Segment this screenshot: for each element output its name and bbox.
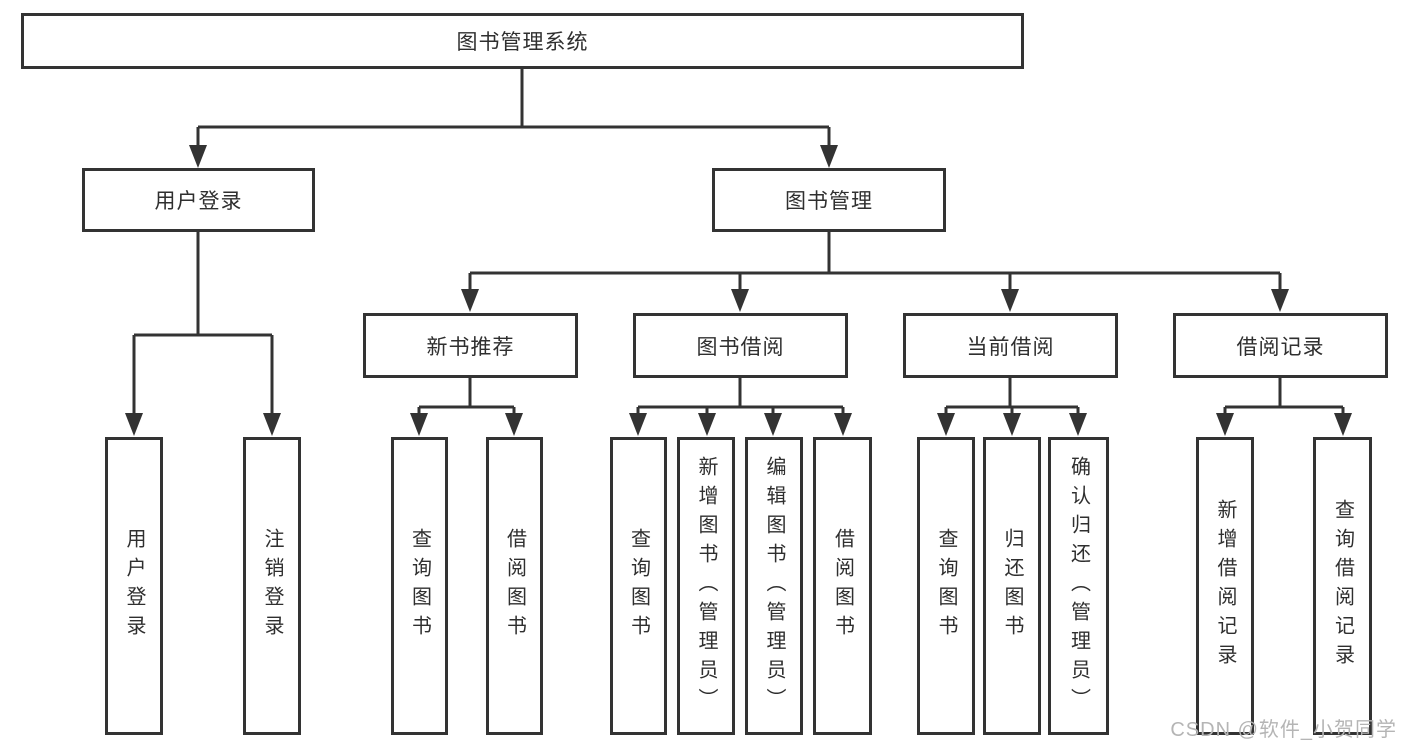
node-label: 用户登录 bbox=[123, 528, 145, 644]
arrow-icon bbox=[189, 145, 207, 168]
node-label: 新增借阅记录 bbox=[1214, 499, 1236, 673]
arrow-icon bbox=[820, 145, 838, 168]
arrow-icon bbox=[937, 413, 955, 436]
arrow-icon bbox=[698, 413, 716, 436]
arrow-icon bbox=[629, 413, 647, 436]
arrow-icon bbox=[1003, 413, 1021, 436]
leaf-query-books-borrow: 查询图书 bbox=[610, 437, 667, 735]
watermark: CSDN @软件_小贺同学 bbox=[1170, 719, 1397, 741]
node-book-borrowing: 图书借阅 bbox=[633, 313, 848, 378]
leaf-edit-books-admin: 编辑图书（管理员） bbox=[745, 437, 803, 735]
arrow-icon bbox=[1216, 413, 1234, 436]
node-library-system: 图书管理系统 bbox=[21, 13, 1024, 69]
leaf-query-books-recommend: 查询图书 bbox=[391, 437, 448, 735]
arrow-icon bbox=[1001, 289, 1019, 312]
node-label: 当前借阅 bbox=[966, 335, 1055, 359]
node-book-management: 图书管理 bbox=[712, 168, 946, 232]
arrow-icon bbox=[505, 413, 523, 436]
arrow-icon bbox=[263, 413, 281, 436]
node-user-login: 用户登录 bbox=[82, 168, 315, 232]
leaf-borrow-books-recommend: 借阅图书 bbox=[486, 437, 543, 735]
tree-edges bbox=[132, 69, 1345, 418]
node-label: 借阅图书 bbox=[503, 528, 526, 644]
leaf-query-books-current: 查询图书 bbox=[917, 437, 975, 735]
node-label: 用户登录 bbox=[154, 190, 243, 213]
node-label: 归还图书 bbox=[1001, 528, 1023, 644]
arrow-icon bbox=[764, 413, 782, 436]
node-label: 查询借阅记录 bbox=[1331, 499, 1354, 673]
leaf-query-borrow-record: 查询借阅记录 bbox=[1313, 437, 1372, 735]
leaf-confirm-return-admin: 确认归还（管理员） bbox=[1048, 437, 1109, 735]
arrowheads bbox=[125, 145, 1352, 436]
node-label: 查询图书 bbox=[935, 528, 957, 644]
leaf-return-books: 归还图书 bbox=[983, 437, 1041, 735]
arrow-icon bbox=[731, 289, 749, 312]
leaf-add-books-admin: 新增图书（管理员） bbox=[677, 437, 735, 735]
node-label: 图书管理 bbox=[785, 190, 873, 213]
node-label: 编辑图书（管理员） bbox=[763, 455, 785, 717]
arrow-icon bbox=[410, 413, 428, 436]
arrow-icon bbox=[125, 413, 143, 436]
leaf-user-login: 用户登录 bbox=[105, 437, 163, 735]
leaf-borrow-books: 借阅图书 bbox=[813, 437, 872, 735]
arrow-icon bbox=[1334, 413, 1352, 436]
node-label: 借阅记录 bbox=[1236, 335, 1325, 359]
node-new-book-recommendation: 新书推荐 bbox=[363, 313, 578, 378]
node-label: 新书推荐 bbox=[426, 335, 515, 359]
node-label: 借阅图书 bbox=[831, 528, 854, 644]
node-label: 新增图书（管理员） bbox=[695, 455, 717, 717]
arrow-icon bbox=[1069, 413, 1087, 436]
node-label: 图书管理系统 bbox=[456, 31, 589, 54]
node-label: 查询图书 bbox=[408, 528, 431, 644]
node-label: 确认归还（管理员） bbox=[1067, 455, 1090, 717]
arrow-icon bbox=[1271, 289, 1289, 312]
leaf-add-borrow-record: 新增借阅记录 bbox=[1196, 437, 1254, 735]
arrow-icon bbox=[461, 289, 479, 312]
node-label: 图书借阅 bbox=[696, 335, 785, 359]
node-label: 查询图书 bbox=[627, 528, 650, 644]
node-label: 注销登录 bbox=[261, 528, 283, 644]
arrow-icon bbox=[834, 413, 852, 436]
node-current-borrowing: 当前借阅 bbox=[903, 313, 1118, 378]
leaf-logout: 注销登录 bbox=[243, 437, 301, 735]
node-borrowing-records: 借阅记录 bbox=[1173, 313, 1388, 378]
